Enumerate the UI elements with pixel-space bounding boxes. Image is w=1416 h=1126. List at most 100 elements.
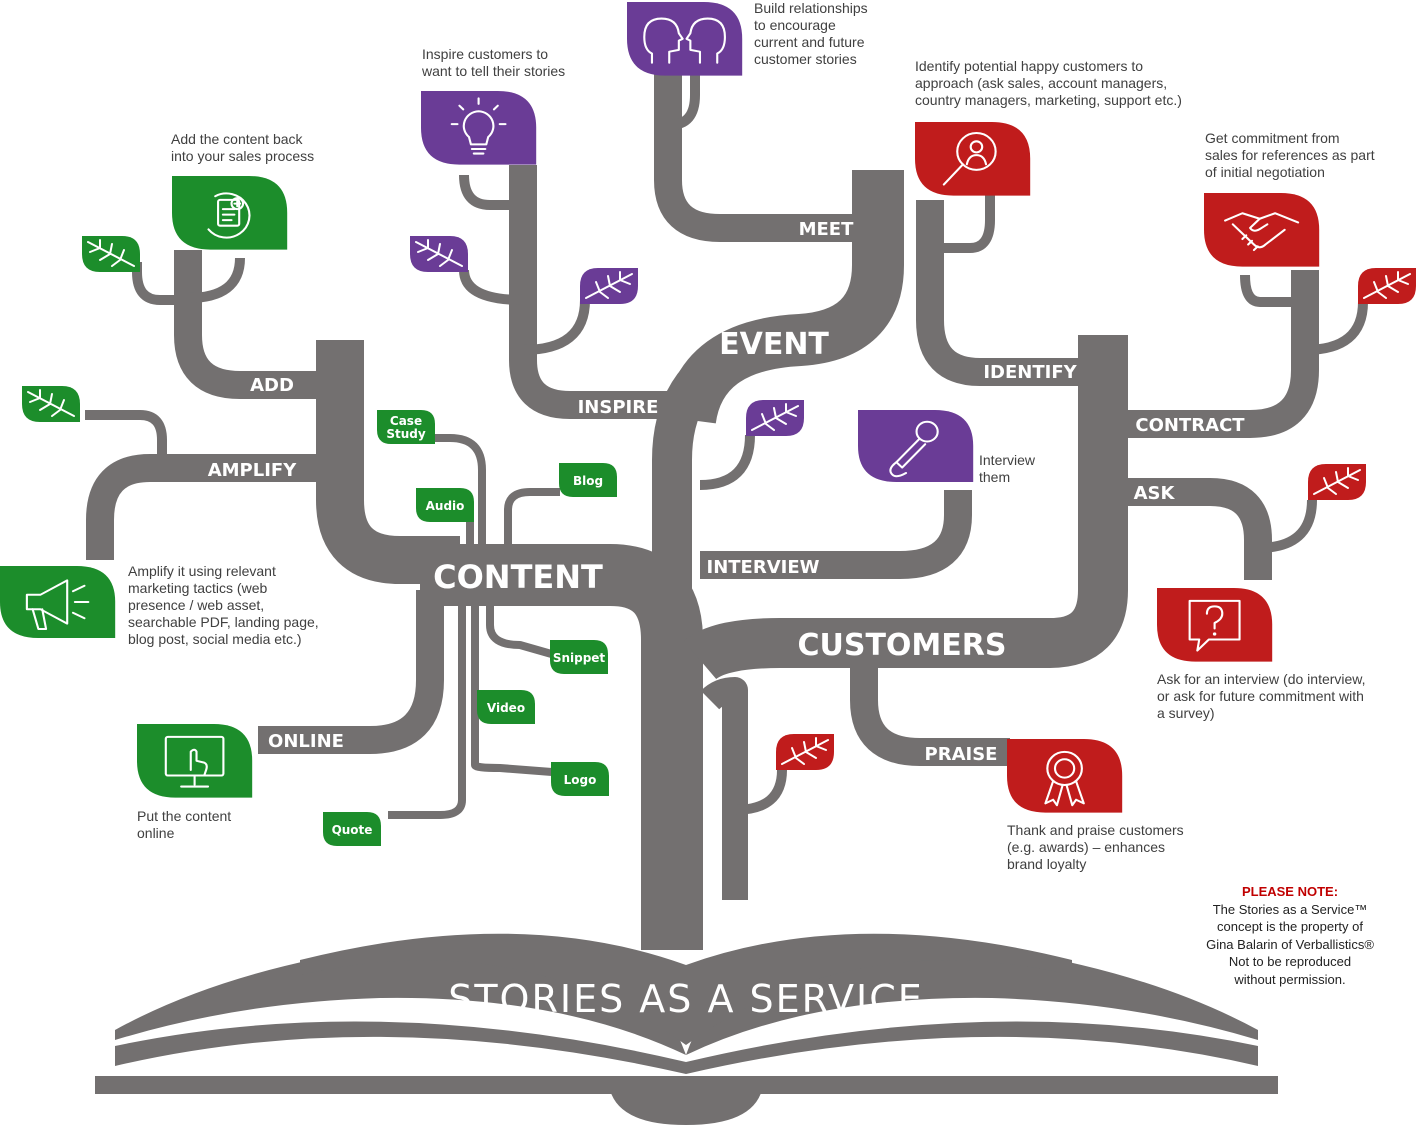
leaf-online (137, 724, 253, 798)
tag-quote: Quote (323, 812, 381, 846)
book: STORIES AS A SERVICE (95, 933, 1278, 1125)
caption-line: Add the content back (171, 131, 303, 147)
tag-blog: Blog (559, 463, 617, 497)
caption-line: Put the content (137, 808, 232, 824)
caption-ask: Ask for an interview (do interview, or a… (1157, 671, 1366, 722)
leaf-icon (22, 386, 80, 422)
label-identify: IDENTIFY (983, 362, 1077, 383)
tag-case-study-line2: Study (386, 427, 426, 441)
tag-blog-text: Blog (573, 474, 603, 488)
book-spine (610, 1090, 762, 1125)
book-page-bottom-left (115, 1021, 686, 1074)
tag-snippet: Snippet (550, 640, 608, 674)
leaf-ask (1157, 588, 1273, 662)
leaf-icon (580, 268, 638, 304)
book-title: STORIES AS A SERVICE (448, 977, 924, 1021)
caption-line: current and future (754, 34, 865, 50)
award-icon (1044, 750, 1085, 807)
leaf-add (172, 176, 288, 250)
tag-case-study-line1: Case (390, 414, 422, 428)
leaf-icon (1358, 268, 1416, 304)
leaf-inspire (421, 91, 537, 165)
tag-audio-text: Audio (426, 499, 465, 513)
caption-meet: Build relationships to encourage current… (754, 0, 868, 68)
label-online: ONLINE (268, 731, 344, 752)
leaf-icon (776, 734, 834, 770)
leaf-identify (915, 122, 1031, 196)
leaf-amplify (0, 566, 116, 638)
caption-line: presence / web asset, (128, 597, 265, 613)
caption-line: into your sales process (171, 148, 315, 164)
caption-line: Ask for an interview (do interview, (1157, 671, 1366, 687)
branches (85, 60, 1368, 950)
caption-line: or ask for future commitment with (1157, 688, 1364, 704)
leaf-praise (1007, 739, 1123, 813)
leaf-interview (858, 410, 974, 482)
note-line: concept is the property of (1217, 919, 1363, 934)
label-inspire: INSPIRE (578, 397, 659, 418)
caption-amplify: Amplify it using relevant marketing tact… (128, 563, 319, 648)
tag-logo-text: Logo (564, 773, 597, 787)
caption-line: Build relationships (754, 0, 868, 16)
label-contract: CONTRACT (1135, 415, 1245, 436)
caption-line: of initial negotiation (1205, 164, 1325, 180)
note-line: Not to be reproduced (1228, 954, 1352, 969)
note-line: without permission. (1234, 971, 1346, 987)
caption-online: Put the content online (137, 808, 231, 842)
leaf-icon (746, 400, 804, 436)
book-base (95, 1076, 1278, 1094)
caption-line: approach (ask sales, account managers, (915, 75, 1168, 91)
caption-line: Identify potential happy customers to (915, 58, 1144, 74)
caption-line: Amplify it using relevant (128, 563, 276, 579)
caption-praise: Thank and praise customers (e.g. awards)… (1007, 822, 1184, 873)
handshake-icon (1224, 212, 1300, 252)
caption-contract: Get commitment from sales for references… (1205, 130, 1375, 181)
caption-line: online (137, 825, 175, 841)
tag-quote-text: Quote (332, 823, 373, 837)
caption-line: to encourage (754, 17, 836, 33)
two-heads-icon (643, 17, 726, 64)
megaphone-icon (25, 579, 90, 630)
tag-audio: Audio (416, 488, 474, 522)
caption-line: Thank and praise customers (1007, 822, 1184, 838)
caption-line: Get commitment from (1205, 130, 1340, 146)
caption-line: Interview (979, 452, 1036, 468)
caption-line: blog post, social media etc.) (128, 631, 302, 647)
note-line: The Stories as a Service™ (1212, 901, 1368, 917)
label-event: EVENT (719, 327, 829, 362)
label-ask: ASK (1134, 483, 1176, 504)
caption-line: want to tell their stories (422, 63, 566, 79)
magnifier-person-icon (942, 132, 997, 186)
caption-add: Add the content back into your sales pro… (171, 131, 314, 165)
caption-inspire: Inspire customers to want to tell their … (422, 46, 565, 80)
leaf-icon (410, 236, 468, 272)
book-page-bottom-right (686, 1021, 1258, 1074)
label-content: CONTENT (433, 558, 603, 596)
leaf-icon (1308, 464, 1366, 500)
label-add: ADD (250, 375, 294, 396)
caption-line: a survey) (1157, 705, 1215, 721)
touchscreen-icon (164, 735, 225, 788)
caption-line: (e.g. awards) – enhances (1007, 839, 1165, 855)
caption-line: customer stories (754, 51, 857, 67)
caption-line: brand loyalty (1007, 856, 1087, 872)
icon-leaves (0, 2, 1320, 813)
caption-line: them (979, 469, 1011, 485)
content-type-tags: Case Study Audio Blog Snippet Video Logo… (323, 410, 617, 846)
caption-line: searchable PDF, landing page, (128, 614, 319, 630)
label-meet: MEET (799, 219, 855, 240)
leaf-contract (1204, 193, 1320, 267)
lightbulb-icon (450, 97, 507, 155)
label-interview: INTERVIEW (707, 557, 820, 578)
caption-line: Inspire customers to (422, 46, 549, 62)
tag-snippet-text: Snippet (553, 651, 606, 665)
label-customers: CUSTOMERS (797, 628, 1006, 663)
caption-identify: Identify potential happy customers to ap… (915, 58, 1182, 109)
note-line: Gina Balarin of Verballistics® (1206, 936, 1374, 952)
caption-line: country managers, marketing, support etc… (915, 92, 1182, 108)
leaf-icon (82, 236, 140, 272)
book-center (300, 933, 1072, 1045)
document-cycle-icon (207, 192, 251, 239)
branch-labels: CONTENT EVENT CUSTOMERS ADD AMPLIFY ONLI… (208, 219, 1246, 765)
